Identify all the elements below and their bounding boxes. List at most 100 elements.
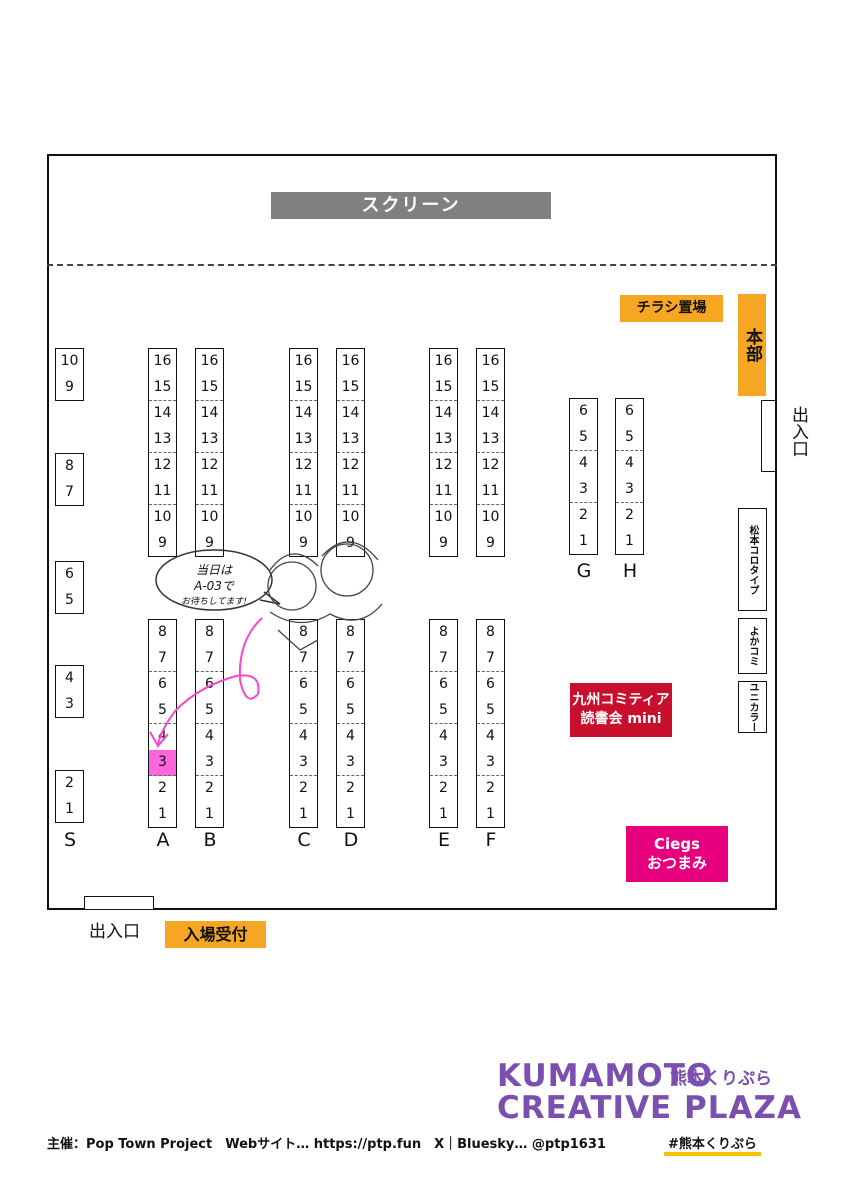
kyushu-label-line2: 読書会 mini [580, 711, 662, 727]
row-d-lower-booth-5: 5 [337, 698, 364, 724]
row-b-upper-booth-10: 10 [200, 509, 219, 525]
bubble-line2: A-03で [194, 579, 234, 593]
row-e-lower-booth-5: 5 [430, 698, 457, 724]
speech-bubble: 当日は A-03で お待ちしてます! [158, 554, 270, 608]
row-e-lower-booth-6: 6 [439, 676, 448, 692]
row-f-lower-booth-8: 8 [486, 624, 495, 640]
row-d-upper-booth-15: 15 [337, 375, 364, 401]
row-c-lower-booth-2: 2 [299, 780, 308, 796]
row-b-lower-booth-8: 8 [205, 624, 214, 640]
row-d-lower-booth-7: 7 [337, 646, 364, 672]
row-a-lower-booth-5: 5 [149, 698, 176, 724]
row-c-upper-booth-12: 12 [294, 457, 313, 473]
bubble-line1: 当日は [195, 563, 232, 577]
row-f-lower-booth-7: 7 [477, 646, 504, 672]
row-s-3-booth-3: 3 [65, 695, 74, 712]
logo-line1: KUMAMOTO [497, 1058, 714, 1094]
row-a-lower-booth-3: 3 [149, 749, 176, 776]
row-a-lower-booth-4: 4 [158, 728, 167, 744]
row-e-upper-booth-13: 13 [430, 427, 457, 453]
row-c-lower-booth-6: 6 [299, 676, 308, 692]
row-d-upper-booth-14: 14 [341, 405, 360, 421]
row-f-upper-booth-13: 13 [477, 427, 504, 453]
row-b-lower-booth-6: 6 [205, 676, 214, 692]
row-e-upper-booth-11: 11 [430, 479, 457, 505]
row-g-booth-6: 6 [579, 403, 588, 419]
ciegs-label-line2: おつまみ [646, 854, 707, 872]
screen-label: スクリーン [271, 192, 551, 219]
side-booth-yokacomi: よかコミ [738, 618, 767, 674]
logo-line2: CREATIVE PLAZA [497, 1090, 802, 1126]
row-h-booth-5: 5 [616, 425, 643, 451]
row-f-upper-booth-10: 10 [481, 509, 500, 525]
row-e-lower-booth-8: 8 [439, 624, 448, 640]
row-b-lower-booth-4: 4 [205, 728, 214, 744]
venue-floor [47, 154, 777, 910]
row-b-upper-booth-11: 11 [196, 479, 223, 505]
row-f-lower-booth-6: 6 [486, 676, 495, 692]
row-f-lower-booth-3: 3 [477, 750, 504, 776]
row-c-lower-booth-4: 4 [299, 728, 308, 744]
row-a-upper-booth-10: 10 [153, 509, 172, 525]
row-e-lower-booth-1: 1 [439, 805, 448, 822]
exit-label-bottom: 出入口 [89, 922, 140, 942]
row-label-s: S [63, 829, 77, 851]
reception: 入場受付 [165, 921, 266, 948]
row-a-lower-booth-1: 1 [158, 805, 167, 822]
row-b-upper-booth-14: 14 [200, 405, 219, 421]
row-s-1-booth-8: 8 [65, 458, 74, 474]
row-c-upper-booth-11: 11 [290, 479, 317, 505]
row-f-upper-booth-11: 11 [477, 479, 504, 505]
row-d-lower-booth-6: 6 [346, 676, 355, 692]
row-d-upper-booth-12: 12 [341, 457, 360, 473]
row-d-lower-booth-2: 2 [346, 780, 355, 796]
footer-hashtag: #熊本くりぷら [664, 1133, 761, 1156]
row-e-lower-booth-3: 3 [430, 750, 457, 776]
row-g-booth-5: 5 [570, 425, 597, 451]
row-a-upper-booth-11: 11 [149, 479, 176, 505]
headquarters: 本部 [738, 294, 766, 396]
bubble-line3: お待ちしてます! [181, 597, 247, 607]
row-label-g: G [576, 560, 592, 582]
row-s-3-booth-4: 4 [65, 670, 74, 686]
row-d-lower-booth-8: 8 [346, 624, 355, 640]
row-d-upper-booth-13: 13 [337, 427, 364, 453]
row-f-lower-booth-4: 4 [486, 728, 495, 744]
row-b-upper-booth-9: 9 [205, 534, 214, 551]
row-d-upper-booth-10: 10 [341, 509, 360, 525]
row-s-4-booth-2: 2 [65, 775, 74, 791]
row-b-lower-booth-3: 3 [196, 750, 223, 776]
row-a-upper-booth-16: 16 [153, 353, 172, 369]
kyushu-label-line1: 九州コミティア [572, 692, 670, 708]
row-c-lower-booth-8: 8 [299, 624, 308, 640]
row-d-upper-booth-16: 16 [341, 353, 360, 369]
exit-door-right [761, 400, 776, 472]
row-a-lower-booth-7: 7 [149, 646, 176, 672]
row-c-upper-booth-9: 9 [299, 534, 308, 551]
logo-subtitle: 熊本くりぷら [670, 1069, 772, 1089]
row-f-upper-booth-12: 12 [481, 457, 500, 473]
row-a-lower-booth-6: 6 [158, 676, 167, 692]
row-c-upper-booth-14: 14 [294, 405, 313, 421]
row-label-b: B [203, 829, 217, 851]
row-label-c: C [297, 829, 311, 851]
row-s-1-booth-7: 7 [65, 483, 74, 500]
side-booth-unicolor: ユニカラー [738, 681, 767, 733]
flyer-area: チラシ置場 [620, 295, 723, 322]
row-a-lower-booth-2: 2 [158, 780, 167, 796]
row-s-2-booth-6: 6 [65, 566, 74, 582]
side-booth-matsumoto: 松本コロタイプ [738, 508, 767, 611]
row-d-upper-booth-11: 11 [337, 479, 364, 505]
